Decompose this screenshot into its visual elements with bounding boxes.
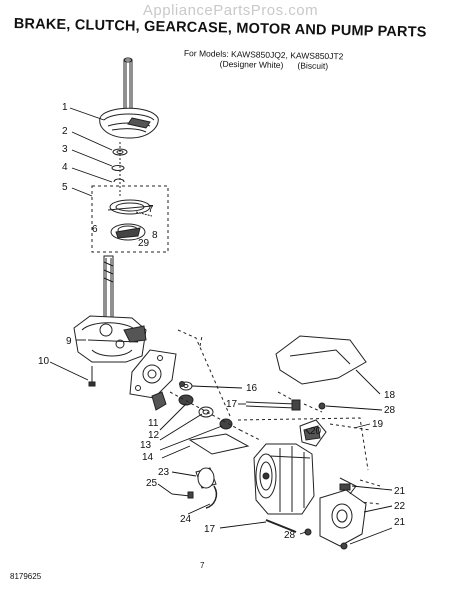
callout-12: 12: [148, 430, 160, 441]
part-pump-bracket: [129, 349, 177, 399]
part-motor-bracket: [299, 419, 327, 447]
document-number: 8179625: [10, 572, 42, 581]
part-motor-shield-detail: [289, 349, 351, 365]
callout-19: 19: [372, 419, 384, 430]
motor-region-outline: [237, 417, 369, 471]
part-bolt-10: [88, 366, 96, 387]
callout-11: 11: [148, 418, 159, 429]
part-lower-shaft: [103, 255, 114, 321]
callout-20: 20: [310, 426, 322, 437]
part-gearcase: [73, 315, 147, 363]
callout-2: 2: [62, 126, 68, 137]
part-rod-17-upper: [245, 399, 301, 411]
callout-10: 10: [38, 356, 50, 367]
part-shaft-brake-housing: [99, 57, 159, 139]
watermark: AppliancePartsPros.com: [142, 2, 319, 19]
callout-17-upper: 17: [226, 399, 238, 410]
callout-25: 25: [146, 478, 158, 489]
callout-8: 8: [152, 230, 158, 241]
callout-6: 6: [92, 224, 98, 235]
part-washers: [111, 142, 128, 196]
callout-28-lower: 28: [284, 530, 296, 541]
part-capacitor-strap: [171, 467, 218, 509]
callout-21-lower: 21: [394, 517, 406, 528]
callout-14: 14: [142, 452, 154, 463]
callout-18: 18: [384, 390, 396, 401]
callout-21-upper: 21: [394, 486, 406, 497]
part-couplers: [151, 381, 241, 431]
callout-23: 23: [158, 467, 170, 478]
clutch-assembly-box: [91, 185, 169, 253]
callout-7: 7: [148, 204, 154, 215]
part-motor: [253, 443, 315, 515]
callout-22: 22: [394, 501, 406, 512]
callout-labels: 1 2 3 4 5 6 7 29 8 9 10 16 17 18 28 19 2…: [38, 102, 406, 541]
callout-13: 13: [140, 440, 152, 451]
part-pump: [319, 477, 367, 550]
callout-1: 1: [62, 102, 68, 113]
callout-17-lower: 17: [204, 524, 216, 535]
leader-lines: [49, 107, 393, 545]
callout-9: 9: [66, 336, 72, 347]
part-motor-shield: [275, 335, 367, 385]
callout-3: 3: [62, 144, 68, 155]
part-cover-plate: [188, 433, 250, 455]
callout-29: 29: [138, 238, 150, 249]
callout-16: 16: [246, 383, 258, 394]
callout-24: 24: [180, 514, 192, 525]
callout-5: 5: [62, 182, 68, 193]
callout-4: 4: [62, 162, 68, 173]
part-clutch: [107, 199, 153, 241]
page-number: 7: [200, 561, 205, 570]
part-rod-17-lower: [265, 519, 297, 533]
callout-28-upper: 28: [384, 405, 396, 416]
